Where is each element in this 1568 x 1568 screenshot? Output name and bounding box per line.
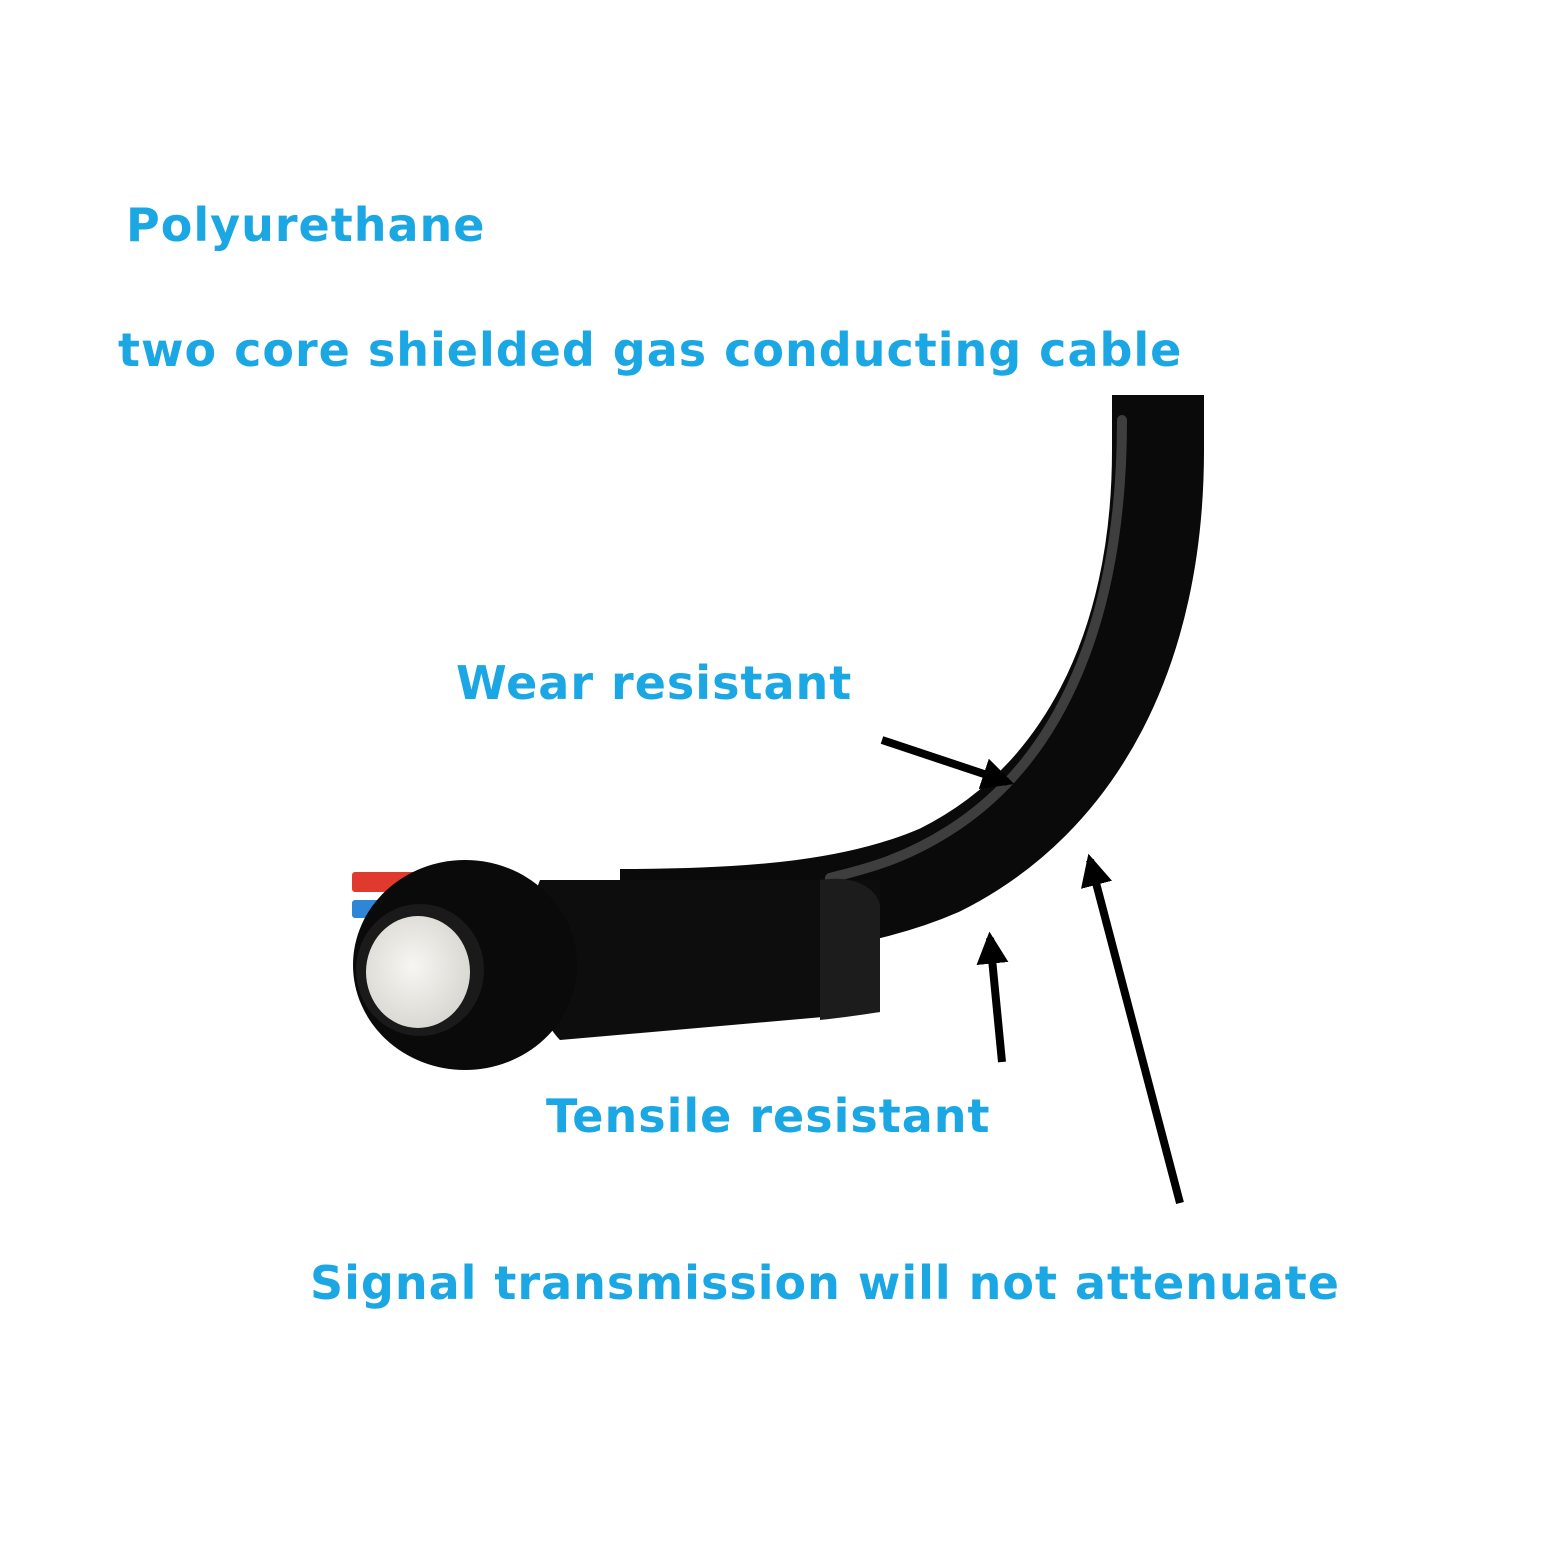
cable-sleeve [529,880,880,1040]
wear-resistant-label: Wear resistant [456,656,853,710]
wear-arrow-icon [880,736,1015,790]
page-title: Polyurethane [126,198,486,252]
signal-arrow-icon [1081,853,1184,1205]
cable-jacket [619,395,1204,961]
cable-filler [366,916,470,1028]
tensile-resistant-label: Tensile resistant [546,1089,991,1143]
tensile-arrow-icon [976,931,1009,1063]
sleeve-step [820,878,880,1020]
page-subtitle: two core shielded gas conducting cable [118,323,1183,377]
signal-transmission-label: Signal transmission will not attenuate [310,1256,1340,1310]
